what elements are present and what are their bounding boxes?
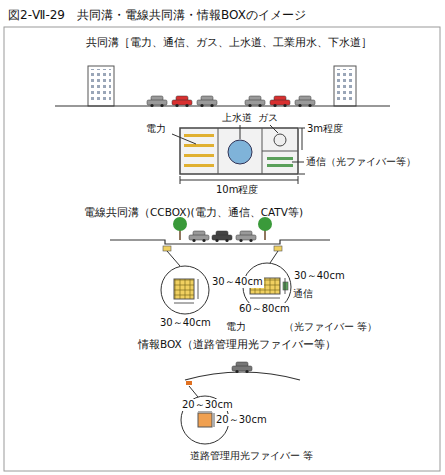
part-label: 電力 xyxy=(226,321,246,333)
part-label: 通信（光ファイバー等） xyxy=(306,156,416,168)
part-label: 10m程度 xyxy=(216,184,258,196)
car-icon xyxy=(189,231,209,242)
part-label: 通信 xyxy=(293,288,313,300)
car-icon xyxy=(245,96,265,107)
part-label: 30～40cm xyxy=(293,270,346,282)
part-label: 60～80cm xyxy=(238,303,291,315)
part-label: 上水道 xyxy=(222,112,252,124)
part-label: ガス xyxy=(258,112,278,124)
car-icon xyxy=(232,362,252,373)
part-label: 電力 xyxy=(146,123,166,135)
utility-tunnel xyxy=(172,125,305,184)
part-label: （光ファイバー 等） xyxy=(284,321,377,333)
street-scene-1 xyxy=(55,66,390,106)
car-icon xyxy=(172,96,192,107)
frame xyxy=(4,27,440,471)
part-label: 20～30cm xyxy=(181,399,234,411)
street-scene-2 xyxy=(110,217,330,314)
part-label: 3m程度 xyxy=(307,123,343,135)
part-label: 20～30cm xyxy=(215,414,268,426)
street-scene-3 xyxy=(181,372,300,444)
car-icon xyxy=(236,231,256,242)
part-label: 30～40cm xyxy=(211,276,264,288)
car-icon xyxy=(270,96,290,107)
section-heading: 電線共同溝（CCBOX)(電力、通信、CATV等) xyxy=(84,206,303,219)
figure-title: 図2-Ⅶ-29 共同溝・電線共同溝・情報BOXのイメージ xyxy=(8,8,306,22)
car-icon xyxy=(147,96,167,107)
car-icon xyxy=(197,96,217,107)
car-icon xyxy=(212,231,232,242)
part-label: 道路管理用光ファイバー 等 xyxy=(190,450,313,462)
section-heading: 情報BOX（道路管理用光ファイバー等） xyxy=(138,338,336,351)
car-icon xyxy=(295,96,315,107)
part-label: 30～40cm xyxy=(160,317,211,329)
section-heading: 共同溝［電力、通信、ガス、上水道、工業用水、下水道］ xyxy=(86,36,372,49)
